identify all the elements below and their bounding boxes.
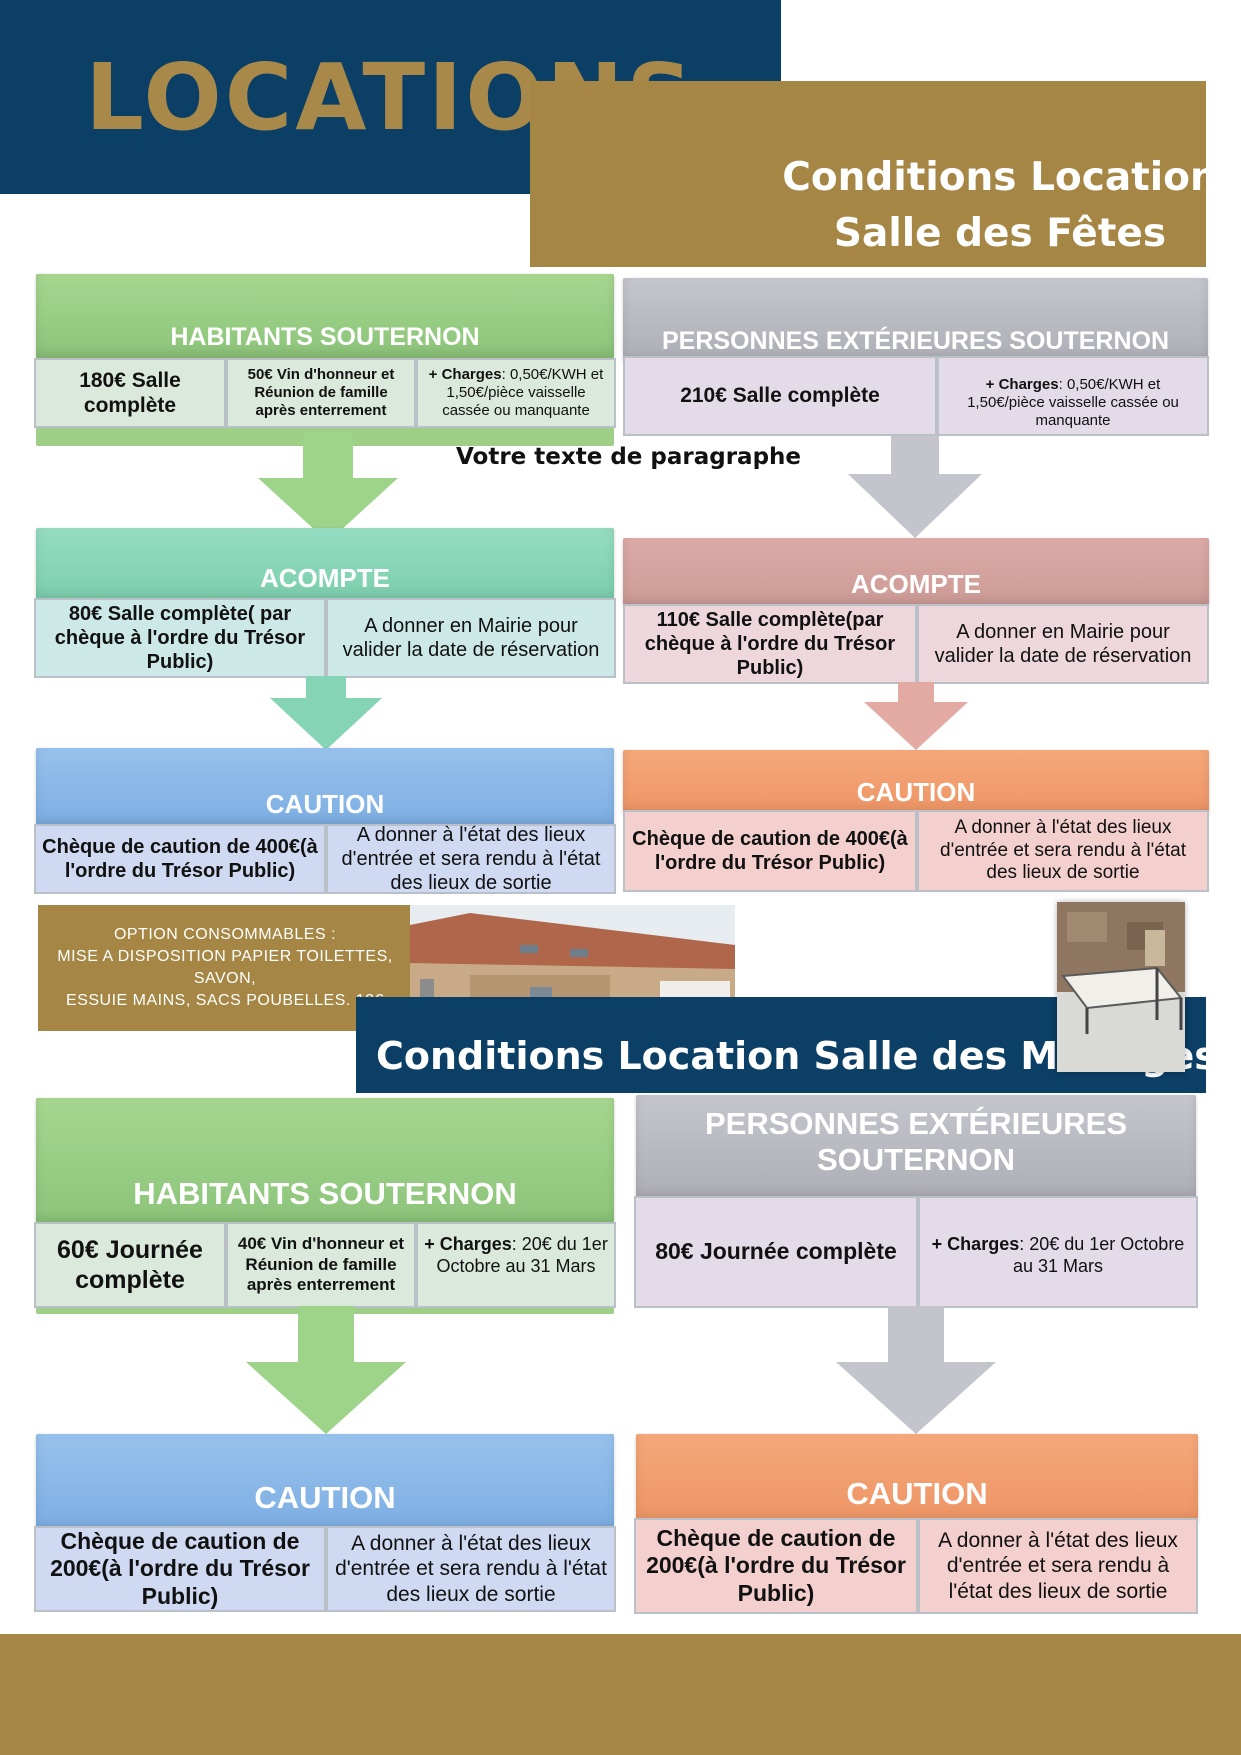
charges-label: + Charges	[428, 366, 502, 383]
charges-text: : 0,50€/KWH et 1,50€/pièce vaisselle cas…	[442, 366, 604, 419]
section-title-fetes-line2: Salle des Fêtes	[833, 211, 1167, 256]
mariages-residents-row: 60€ Journée complète 40€ Vin d'honneur e…	[34, 1222, 616, 1308]
fetes-caution-ext-row: Chèque de caution de 400€(à l'ordre du T…	[623, 810, 1209, 892]
fetes-external-charges: + Charges: 0,50€/KWH et 1,50€/pièce vais…	[937, 356, 1209, 436]
charges-label: + Charges	[424, 1234, 512, 1254]
charges-text: : 20€ du 1er Octobre au 31 Mars	[436, 1234, 608, 1276]
mariages-residents-header: HABITANTS SOUTERNON	[36, 1098, 614, 1224]
fetes-residents-price: 180€ Salle complète	[34, 358, 226, 428]
fetes-acompte-res-header: ACOMPTE	[36, 528, 614, 600]
mariages-external-header-line1: PERSONNES EXTÉRIEURES	[704, 1106, 1128, 1141]
fetes-caution-res-header: CAUTION	[36, 748, 614, 826]
arrow-down-icon	[258, 432, 398, 542]
option-line: MISE A DISPOSITION PAPIER TOILETTES,	[57, 948, 393, 965]
option-line: SAVON,	[193, 970, 257, 987]
mariages-caution-res-header: CAUTION	[36, 1434, 614, 1530]
mariages-external-header: PERSONNES EXTÉRIEURES SOUTERNON	[636, 1095, 1196, 1199]
mariages-residents-reception: 40€ Vin d'honneur et Réunion de famille …	[226, 1222, 416, 1308]
fetes-acompte-res-row: 80€ Salle complète( par chèque à l'ordre…	[34, 598, 616, 678]
arrow-down-icon	[270, 676, 382, 750]
charges-text: : 20€ du 1er Octobre au 31 Mars	[1012, 1234, 1185, 1276]
fetes-external-row: 210€ Salle complète + Charges: 0,50€/KWH…	[623, 356, 1209, 436]
arrow-down-icon	[848, 436, 982, 538]
fetes-external-header: PERSONNES EXTÉRIEURES SOUTERNON	[623, 278, 1208, 362]
option-line: ESSUIE MAINS, SACS POUBELLES. 12€	[66, 992, 384, 1009]
charges-label: + Charges	[985, 376, 1059, 393]
arrow-down-icon	[864, 682, 968, 750]
mariages-caution-ext-header: CAUTION	[636, 1434, 1198, 1522]
paragraph-placeholder: Votre texte de paragraphe	[456, 444, 801, 470]
mariages-external-charges: + Charges: 20€ du 1er Octobre au 31 Mars	[918, 1196, 1198, 1308]
arrow-down-icon	[246, 1306, 406, 1434]
mariages-caution-res-row: Chèque de caution de 200€(à l'ordre du T…	[34, 1526, 616, 1612]
mariages-external-header-line2: SOUTERNON	[816, 1142, 1016, 1177]
fetes-acompte-ext-note: A donner en Mairie pour valider la date …	[917, 604, 1209, 684]
mariages-residents-price: 60€ Journée complète	[34, 1222, 226, 1308]
fetes-caution-res-amount: Chèque de caution de 400€(à l'ordre du T…	[34, 824, 326, 894]
mariages-caution-res-note: A donner à l'état des lieux d'entrée et …	[326, 1526, 616, 1612]
mariages-caution-ext-amount: Chèque de caution de 200€(à l'ordre du T…	[634, 1518, 918, 1614]
option-line: OPTION CONSOMMABLES :	[113, 926, 337, 943]
arrow-down-icon	[836, 1306, 996, 1434]
fetes-acompte-res-amount: 80€ Salle complète( par chèque à l'ordre…	[34, 598, 326, 678]
header-gold-band	[530, 81, 1206, 267]
fetes-caution-res-note: A donner à l'état des lieux d'entrée et …	[326, 824, 616, 894]
fetes-residents-reception: 50€ Vin d'honneur et Réunion de famille …	[226, 358, 416, 428]
fetes-residents-row: 180€ Salle complète 50€ Vin d'honneur et…	[34, 358, 616, 428]
fetes-acompte-ext-row: 110€ Salle complète(par chèque à l'ordre…	[623, 604, 1209, 684]
fetes-external-price: 210€ Salle complète	[623, 356, 937, 436]
charges-text: : 0,50€/KWH et 1,50€/pièce vaisselle cas…	[967, 376, 1179, 429]
mariages-caution-ext-note: A donner à l'état des lieux d'entrée et …	[918, 1518, 1198, 1614]
fetes-acompte-ext-header: ACOMPTE	[623, 538, 1209, 606]
section-title-fetes: Conditions Location Salle des Fêtes	[780, 150, 1220, 262]
fetes-caution-ext-header: CAUTION	[623, 750, 1209, 814]
mariages-caution-res-amount: Chèque de caution de 200€(à l'ordre du T…	[34, 1526, 326, 1612]
mariages-residents-charges: + Charges: 20€ du 1er Octobre au 31 Mars	[416, 1222, 616, 1308]
option-consommables: OPTION CONSOMMABLES : MISE A DISPOSITION…	[38, 905, 412, 1031]
fetes-acompte-ext-amount: 110€ Salle complète(par chèque à l'ordre…	[623, 604, 917, 684]
fetes-residents-charges: + Charges: 0,50€/KWH et 1,50€/pièce vais…	[416, 358, 616, 428]
charges-label: + Charges	[931, 1234, 1020, 1254]
footer-band	[0, 1634, 1241, 1755]
mariages-external-row: 80€ Journée complète + Charges: 20€ du 1…	[634, 1196, 1198, 1308]
salle-des-mariages-photo	[1057, 902, 1185, 1072]
fetes-caution-ext-amount: Chèque de caution de 400€(à l'ordre du T…	[623, 810, 917, 892]
mariages-caution-ext-row: Chèque de caution de 200€(à l'ordre du T…	[634, 1518, 1198, 1614]
mariages-external-price: 80€ Journée complète	[634, 1196, 918, 1308]
fetes-caution-ext-note: A donner à l'état des lieux d'entrée et …	[917, 810, 1209, 892]
section-title-fetes-line1: Conditions Location	[782, 155, 1218, 200]
fetes-acompte-res-note: A donner en Mairie pour valider la date …	[326, 598, 616, 678]
fetes-residents-header: HABITANTS SOUTERNON	[36, 274, 614, 358]
fetes-caution-res-row: Chèque de caution de 400€(à l'ordre du T…	[34, 824, 616, 894]
